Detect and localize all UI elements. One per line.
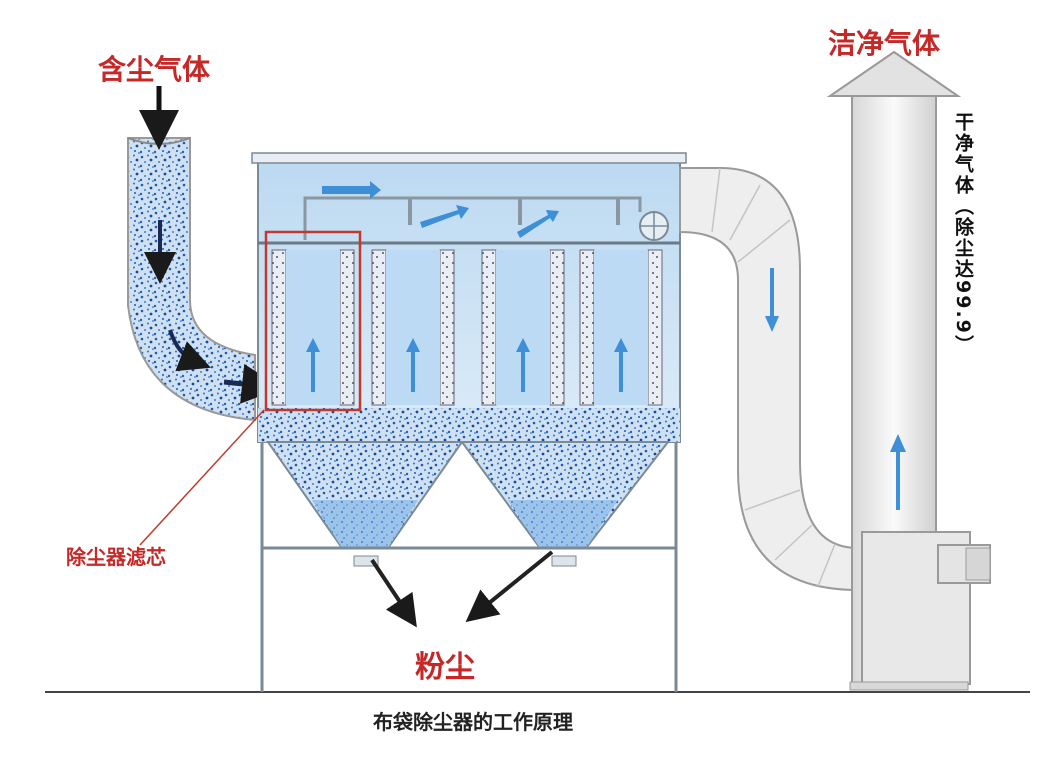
top-flow-arrows (322, 181, 559, 238)
hopper-right-outlet (551, 555, 577, 567)
hopper-right-fill (508, 500, 618, 548)
clean-gas-vertical-label: 干净气体（除尘达99.9） (952, 112, 974, 356)
stack-foot (849, 681, 969, 691)
duct-segments (711, 167, 836, 587)
duct-down-arrow (765, 268, 779, 332)
filter-bag-3 (481, 249, 565, 406)
dust-label: 粉尘 (415, 650, 475, 685)
bag-up-arrows (306, 338, 628, 392)
blowback-manifold (303, 196, 642, 240)
fan-motor-end (965, 547, 991, 581)
inlet-arrow-bend (168, 329, 211, 372)
hopper-left-outlet (353, 555, 379, 567)
filter-callout-line (139, 409, 265, 546)
hopper-left-fill (312, 500, 418, 548)
stack-up-arrow (890, 434, 906, 510)
filter-core-highlight (264, 230, 362, 412)
support-frame (260, 442, 678, 692)
clean-gas-label: 洁净气体 (828, 27, 941, 60)
housing-top-rim (251, 152, 687, 164)
inlet-gas-label: 含尘气体 (98, 53, 211, 86)
diagram-caption: 布袋除尘器的工作原理 (373, 710, 573, 734)
outlet-duct (679, 167, 859, 592)
inlet-pipe (127, 137, 256, 422)
dust-arrow-left (370, 558, 417, 628)
dust-arrow-right (465, 550, 554, 623)
dust-zone (258, 408, 680, 442)
inlet-arrow-entry (223, 364, 282, 404)
filter-core-label: 除尘器滤芯 (66, 545, 166, 569)
stack-cap (826, 50, 962, 97)
